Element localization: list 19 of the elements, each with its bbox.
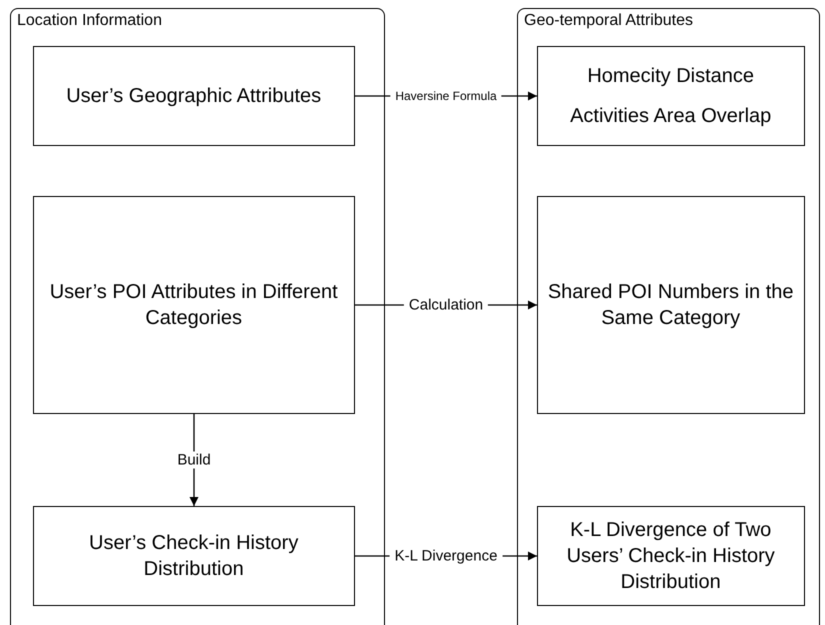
box-text: Activities Area Overlap	[570, 104, 772, 129]
process-box	[32, 506, 355, 606]
group-panel	[517, 8, 820, 625]
process-box	[32, 196, 355, 414]
process-box	[536, 46, 805, 146]
edge-label: Haversine Formula	[390, 89, 502, 103]
process-box	[536, 506, 805, 606]
panel-title: Geo-temporal Attributes	[524, 12, 693, 30]
process-box	[536, 196, 805, 414]
edge-label: K-L Divergence	[390, 548, 502, 564]
box-text: Homecity Distance	[587, 64, 754, 89]
box-text: User’s Geographic Attributes	[66, 84, 322, 109]
box-text: Shared POI Numbers in the Same Category	[546, 280, 795, 331]
box-text: User’s Check-in History Distribution	[88, 530, 300, 582]
process-box	[32, 46, 355, 146]
group-panel	[10, 8, 385, 625]
box-text: K-L Divergence of Two Users’ Check-in History Distribution	[566, 518, 776, 595]
box-text: User’s POI Attributes in Different Categories	[48, 280, 339, 331]
panel-title: Location Information	[17, 12, 162, 30]
